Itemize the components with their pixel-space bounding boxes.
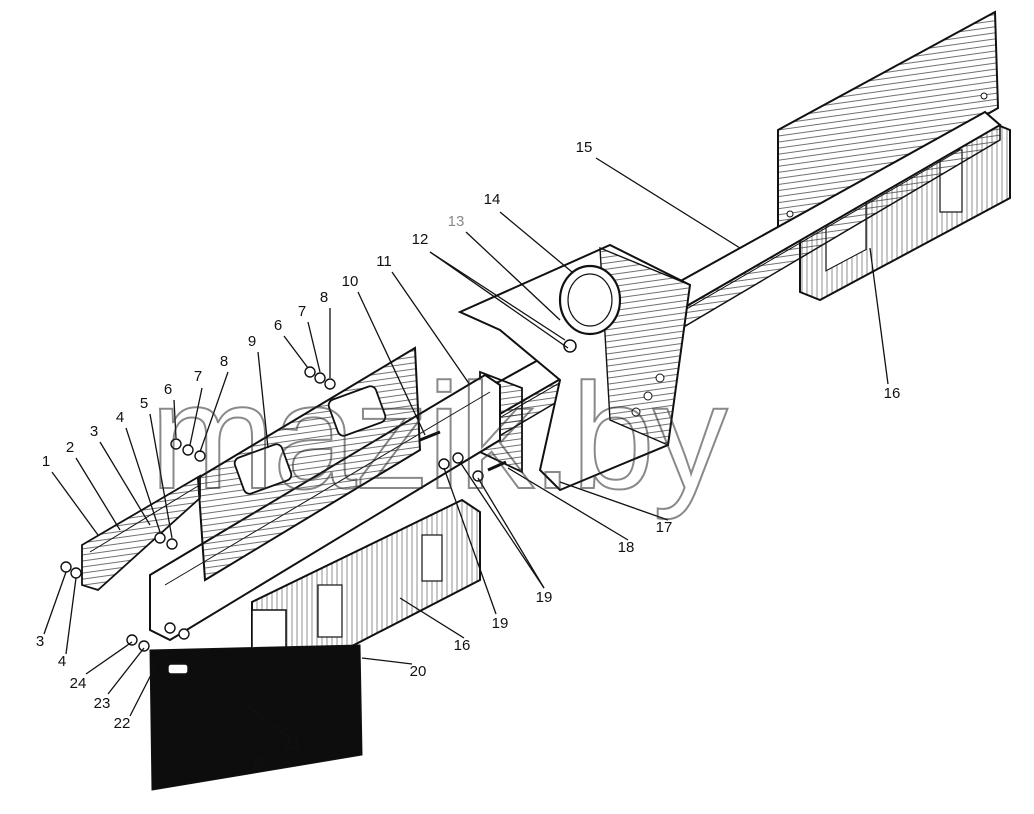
callout-c18: 18 xyxy=(618,539,635,556)
callout-c8a: 8 xyxy=(220,353,228,370)
callout-c24: 24 xyxy=(70,675,87,692)
callout-c23: 23 xyxy=(94,695,111,712)
callout-c16a: 16 xyxy=(884,385,901,402)
callout-c19b: 19 xyxy=(492,615,509,632)
callout-c20: 20 xyxy=(410,663,427,680)
left-rail xyxy=(81,474,201,592)
left-lamp-housing xyxy=(251,498,481,680)
callout-c5b: 5 xyxy=(254,755,262,772)
callout-c11: 11 xyxy=(376,253,392,270)
callout-c14: 14 xyxy=(484,191,501,208)
callout-c10: 10 xyxy=(342,273,359,290)
callout-c19a: 19 xyxy=(536,589,553,606)
callout-c4a: 4 xyxy=(116,409,124,426)
callout-c6a: 6 xyxy=(164,381,172,398)
right-mudguard-plate xyxy=(777,10,1000,237)
callout-c2: 2 xyxy=(66,439,74,456)
callout-c7a: 7 xyxy=(194,368,202,385)
callout-c17: 17 xyxy=(656,519,673,536)
callout-c1: 1 xyxy=(42,453,50,470)
callout-c8b: 8 xyxy=(320,289,328,306)
watermark-text: mazik.by xyxy=(150,352,728,520)
mud-flap xyxy=(149,644,363,791)
callout-c3a: 3 xyxy=(90,423,98,440)
callout-c13: 13 xyxy=(448,213,465,230)
callout-labels: 1234567896781011121314151617181919162021… xyxy=(36,139,901,772)
callout-c7b: 7 xyxy=(298,303,306,320)
callout-c6b: 6 xyxy=(274,317,282,334)
callout-c4b: 4 xyxy=(58,653,66,670)
callout-c21: 21 xyxy=(284,735,301,752)
callout-c9: 9 xyxy=(248,333,256,350)
callout-c5a: 5 xyxy=(140,395,148,412)
lamp-bracket xyxy=(457,243,692,492)
leader-lines xyxy=(43,157,889,739)
callout-c22: 22 xyxy=(114,715,131,732)
callout-c3b: 3 xyxy=(36,633,44,650)
callout-c16b: 16 xyxy=(454,637,471,654)
callout-c12: 12 xyxy=(412,231,429,248)
left-mudguard-plate xyxy=(196,346,422,582)
callout-c15: 15 xyxy=(576,139,593,156)
